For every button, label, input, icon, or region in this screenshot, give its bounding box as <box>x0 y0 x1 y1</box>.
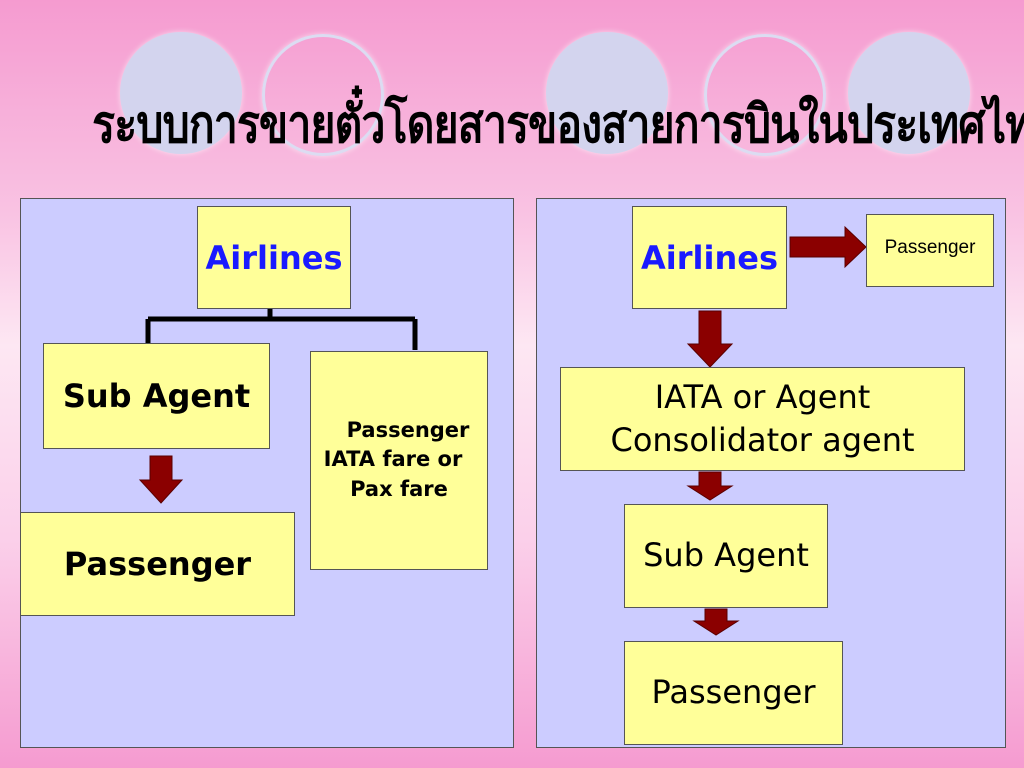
fare-box-line-1: Passenger <box>346 418 470 442</box>
decor-circle-2 <box>262 34 384 156</box>
left-airlines-box: Airlines <box>197 206 351 309</box>
right-passenger-direct-box: Passenger <box>866 214 994 287</box>
left-fare-box: Passenger IATA fare or Pax fare <box>310 351 488 570</box>
iata-line-1: IATA or Agent <box>654 377 871 416</box>
iata-line-2: Consolidator agent <box>610 421 915 459</box>
slide-title: ระบบการขายตั๋วโดยสารของสายการบินในประเทศ… <box>92 95 1024 155</box>
left-passenger-label: Passenger <box>63 545 252 583</box>
left-subagent-label: Sub Agent <box>62 377 251 415</box>
arrow-iata-to-subagent <box>686 471 734 501</box>
left-airlines-label: Airlines <box>205 238 343 277</box>
right-passenger-direct-label: Passenger <box>884 237 976 258</box>
arrow-airlines-to-iata <box>686 310 734 368</box>
left-passenger-box: Passenger <box>20 512 295 616</box>
fare-box-line-2: IATA fare or <box>323 447 463 472</box>
arrow-airlines-to-passenger-right <box>789 225 867 269</box>
right-subagent-box: Sub Agent <box>624 504 828 608</box>
decor-circle-1 <box>120 32 242 154</box>
right-airlines-box: Airlines <box>632 206 787 309</box>
right-passenger-label: Passenger <box>651 673 816 712</box>
fare-box-line-3: Pax fare <box>350 476 448 501</box>
decor-circle-4 <box>704 34 826 156</box>
right-passenger-box: Passenger <box>624 641 843 745</box>
tree-connector <box>145 303 418 350</box>
left-subagent-box: Sub Agent <box>43 343 270 449</box>
decor-circle-3 <box>546 32 668 154</box>
decor-circle-5 <box>848 32 970 154</box>
right-airlines-label: Airlines <box>641 238 778 277</box>
arrow-subagent-to-passenger-right <box>692 608 740 636</box>
arrow-subagent-to-passenger-left <box>138 455 184 504</box>
right-subagent-label: Sub Agent <box>643 536 809 575</box>
right-iata-box: IATA or Agent Consolidator agent <box>560 367 965 471</box>
